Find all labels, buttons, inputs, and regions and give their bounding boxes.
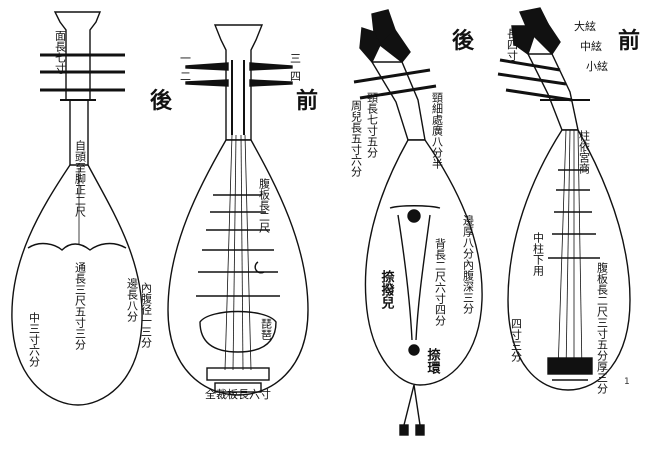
heading-front-right: 前	[618, 28, 640, 54]
label-knob-a: 捺撥兒	[379, 269, 395, 310]
label-bottom-front-left: 全裁板長六寸	[205, 387, 271, 401]
label-lower-left: 自頭至脚正二尺	[74, 140, 87, 218]
label-back-back-right: 背長二尺六寸四分	[434, 237, 447, 326]
heading-back-right: 後	[452, 28, 475, 54]
label-low-front-right: 四寸三分	[510, 318, 523, 362]
label-belly-left: 通長三尺五寸三分	[74, 262, 87, 350]
peg-label-r4: 小絃	[586, 59, 608, 73]
pipa-back-left	[11, 11, 143, 406]
peg-label-4: 四	[290, 70, 301, 83]
peg-label-r2: 大絃	[574, 19, 596, 33]
label-edge-back-right: 邊厚八分內腹深三分	[462, 214, 475, 314]
pipa-front-right	[497, 7, 631, 391]
label-side2-left: 內腹径一三分	[140, 282, 153, 348]
label-waist-left: 中三寸六分	[28, 312, 41, 367]
label-fret-front-left: 腹板長二尺	[258, 177, 271, 234]
label-fret-front-right: 柱依宮商	[578, 129, 591, 175]
heading-back-left: 後	[150, 88, 173, 114]
label-side-left: 邊長八分	[126, 277, 139, 322]
peg-label-r3: 中絃	[580, 39, 602, 53]
label-bridge-front-left: 琵琶	[260, 318, 273, 340]
peg-label-1: 一	[180, 52, 191, 65]
label-body-front-right: 腹板長二尺三寸五分厚三分	[596, 261, 609, 394]
label-middle-front-right: 中柱下用	[532, 232, 545, 277]
peg-label-3: 三	[290, 52, 301, 65]
label-side-back-right: 周兒長五寸六分	[350, 100, 363, 177]
label-knob-b: 捺環	[425, 347, 441, 375]
peg-label-r1: 長四寸	[506, 28, 519, 61]
peg-label-2: 二	[180, 70, 191, 83]
pipa-front-left	[167, 24, 309, 396]
pipa-back-right	[353, 9, 483, 436]
label-neck-left: 面長七寸	[54, 30, 67, 74]
heading-front-left: 前	[296, 88, 318, 114]
label-neck-back-right: 頸長七寸五分	[366, 92, 379, 158]
label-body-back-right: 頸細處廣八分半	[431, 92, 444, 170]
page-mark: 1	[624, 377, 630, 387]
